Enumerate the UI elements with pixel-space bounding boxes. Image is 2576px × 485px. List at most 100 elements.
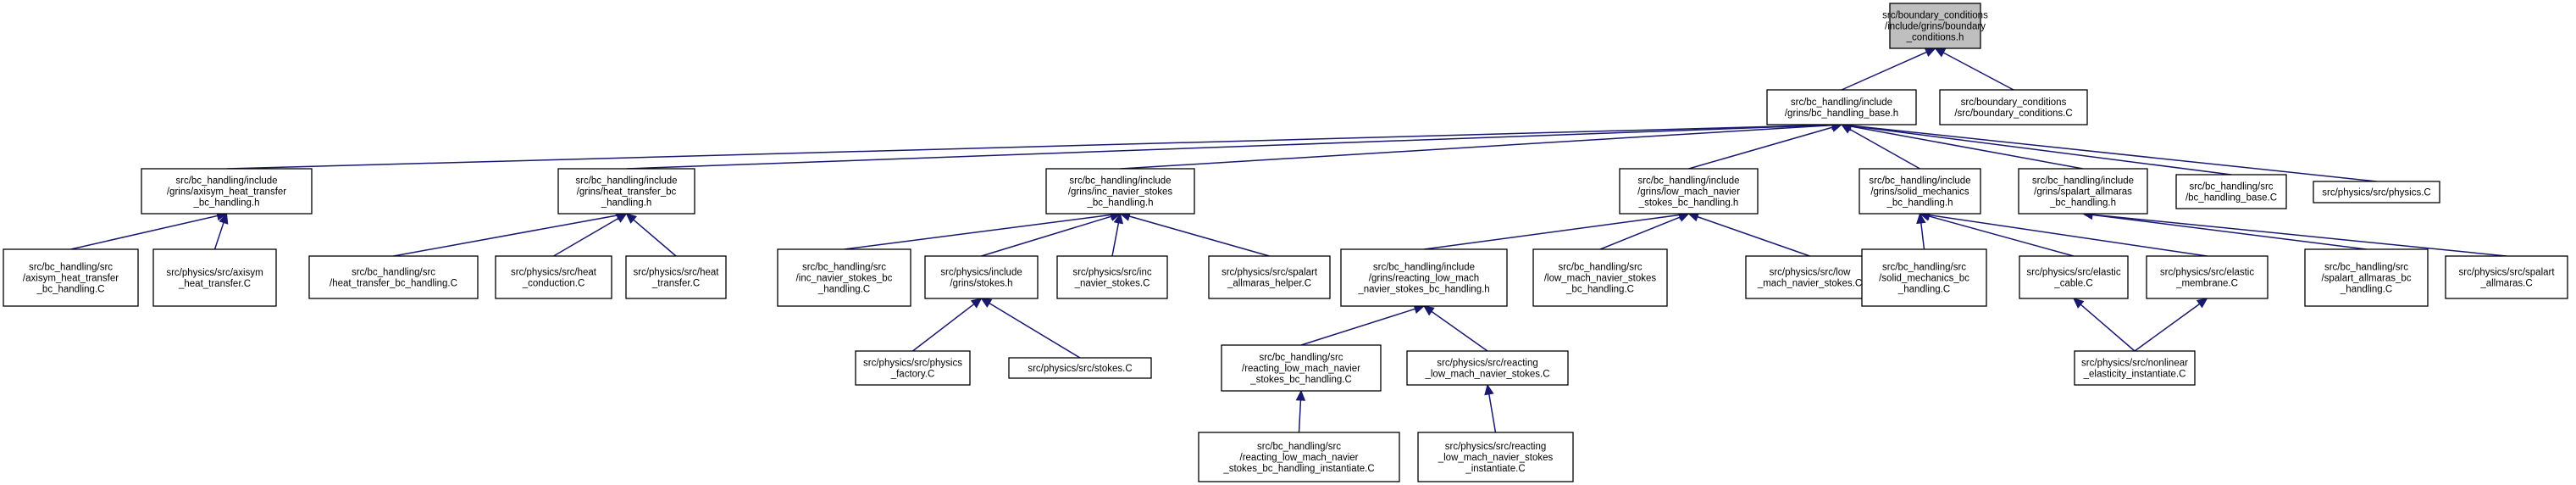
node-box [625,255,727,299]
file-node[interactable]: src/bc_handling/src/bc_handling_base.C [2175,174,2287,209]
node-label-line: src/physics/src/spalart [1222,268,1318,278]
include-edge-n1-to-n0 [1841,47,1936,91]
file-node[interactable]: src/bc_handling/include/grins/axisym_hea… [141,168,313,215]
node-label-line: _bc_handling.h [1886,198,1953,209]
node-box [1859,168,1981,215]
file-node[interactable]: src/physics/src/low_mach_navier_stokes.C [1745,255,1875,299]
node-label-line: src/physics/src/nonlinear [2081,359,2188,369]
file-node[interactable]: src/physics/include/grins/stokes.h [924,255,1039,299]
include-edge-n12-to-n3 [213,212,229,250]
node-label-line: _stokes_bc_handling.C [1249,375,1352,385]
node-label-line: /grins/stokes.h [950,279,1012,289]
node-box [1939,89,2088,125]
file-node[interactable]: src/physics/src/spalart_allmaras_helper.… [1208,255,1331,299]
node-box [2019,255,2129,299]
node-label-line: _mach_navier_stokes.C [1757,279,1862,289]
file-node[interactable]: src/bc_handling/src/inc_navier_stokes_bc… [777,248,911,307]
node-label-line: /src/boundary_conditions.C [1954,109,2072,119]
file-node[interactable]: src/physics/src/inc_navier_stokes.C [1056,255,1168,299]
node-box [495,255,612,299]
node-label-line: src/bc_handling/include [575,176,677,187]
file-node[interactable]: src/physics/src/spalart_allmaras.C [2445,255,2568,299]
node-box [1008,357,1152,379]
file-node[interactable]: src/physics/src/physics_factory.C [855,350,971,386]
file-node[interactable]: src/physics/src/heat_conduction.C [495,255,612,299]
node-label-line: src/bc_handling/src [352,268,435,278]
node-label-line: /grins/heat_transfer_bc [577,187,677,198]
file-node[interactable]: src/bc_handling/include/grins/low_mach_n… [1619,168,1759,215]
node-label-line: _factory.C [890,370,935,380]
root-file-node: src/boundary_conditions/include/grins/bo… [1882,3,1988,49]
node-label-line: src/bc_handling/src [1882,263,1966,273]
include-edge-n18-to-n5 [1111,212,1124,257]
node-label-line: _bc_handling.C [36,285,105,295]
file-node[interactable]: src/physics/src/axisym_heat_transfer.C [152,248,277,307]
node-box [2175,174,2287,209]
node-box [855,350,971,386]
file-node[interactable]: src/bc_handling/src/heat_transfer_bc_han… [308,255,479,299]
file-node[interactable]: src/boundary_conditions/src/boundary_con… [1939,89,2088,125]
include-edge-n32-to-n25 [2134,298,2208,352]
include-edge-n19-to-n5 [1119,211,1270,257]
file-node[interactable]: src/bc_handling/include/grins/spalart_al… [2018,168,2148,215]
node-label-line: src/physics/src/axisym [166,268,263,278]
file-node[interactable]: src/physics/src/reacting_low_mach_navier… [1406,350,1569,386]
node-label-line: _transfer.C [651,279,700,289]
node-label-line: /grins/axisym_heat_transfer [167,187,286,198]
file-node[interactable]: src/physics/src/elastic_membrane.C [2146,255,2269,299]
node-label-line: /grins/reacting_low_mach [1369,274,1479,284]
node-label-line: /grins/inc_navier_stokes [1068,187,1173,198]
node-label-line: src/bc_handling/include [1791,98,1892,108]
node-label-line: src/physics/src/heat [511,268,597,278]
node-box [1056,255,1168,299]
node-label-line: /reacting_low_mach_navier [1240,453,1359,463]
node-label-line: _navier_stokes_bc_handling.h [1357,285,1489,295]
file-node[interactable]: src/bc_handling/src/reacting_low_mach_na… [1198,432,1400,482]
node-box [1745,255,1875,299]
file-node[interactable]: src/bc_handling/include/grins/solid_mech… [1859,168,1981,215]
file-node[interactable]: src/bc_handling/src/spalart_allmaras_bc_… [2304,248,2429,307]
file-node[interactable]: src/physics/src/stokes.C [1008,357,1152,379]
node-label-line: src/bc_handling/src [2324,263,2408,273]
file-node[interactable]: src/bc_handling/include/grins/reacting_l… [1340,248,1508,307]
include-edge-n32-to-n24 [2073,298,2136,352]
node-label-line: /include/grins/boundary [1885,22,1986,32]
include-edge-n29-to-n17 [980,298,1081,359]
node-box [1221,344,1382,392]
file-node[interactable]: src/physics/src/heat_transfer.C [625,255,727,299]
file-node[interactable]: src/physics/src/elastic_cable.C [2019,255,2129,299]
node-box [924,255,1039,299]
file-node[interactable]: src/bc_handling/include/grins/inc_navier… [1045,168,1195,215]
include-edge-n2-to-n0 [1934,47,2014,91]
node-label-line: src/physics/src/heat [634,268,720,278]
node-box [2304,248,2429,307]
file-node[interactable]: src/bc_handling/src/reacting_low_mach_na… [1221,344,1382,392]
file-node[interactable]: src/physics/src/physics.C [2313,181,2440,203]
include-edge-n16-to-n5 [844,209,1122,250]
node-label-line: _bc_handling.h [1086,198,1153,209]
file-node[interactable]: src/physics/src/reacting_low_mach_navier… [1417,432,1574,482]
file-node[interactable]: src/bc_handling/src/solid_mechanics_bc_h… [1861,248,1987,307]
file-node[interactable]: src/bc_handling/include/grins/bc_handlin… [1766,89,1917,125]
file-node[interactable]: src/bc_handling/include/grins/heat_trans… [557,168,695,215]
file-node[interactable]: src/bc_handling/src/low_mach_navier_stok… [1532,248,1668,307]
file-node[interactable]: src/bc_handling/src/axisym_heat_transfer… [3,248,139,307]
node-label-line: /heat_transfer_bc_handling.C [330,279,457,289]
node-label-line: /inc_navier_stokes_bc [796,274,893,284]
include-edge-n28-to-n17 [912,298,983,352]
node-label-line: src/bc_handling/include [175,176,277,187]
node-label-line: _bc_handling.C [1565,285,1634,295]
include-edge-n27-to-n8 [2081,209,2507,257]
node-label-line: /spalart_allmaras_bc [2321,274,2411,284]
node-label-line: _membrane.C [2175,279,2238,289]
node-box [1208,255,1331,299]
node-box [152,248,277,307]
node-box [308,255,479,299]
include-edge-n31-to-n20 [1423,305,1488,352]
file-node[interactable]: src/physics/src/nonlinear_elasticity_ins… [2074,350,2196,386]
include-edge-n11-to-n3 [70,210,228,250]
include-edge-n15-to-n4 [625,213,677,257]
node-box [2018,168,2148,215]
node-label-line: src/physics/src/elastic [2026,268,2120,278]
node-label-line: _stokes_bc_handling_instantiate.C [1222,464,1374,474]
